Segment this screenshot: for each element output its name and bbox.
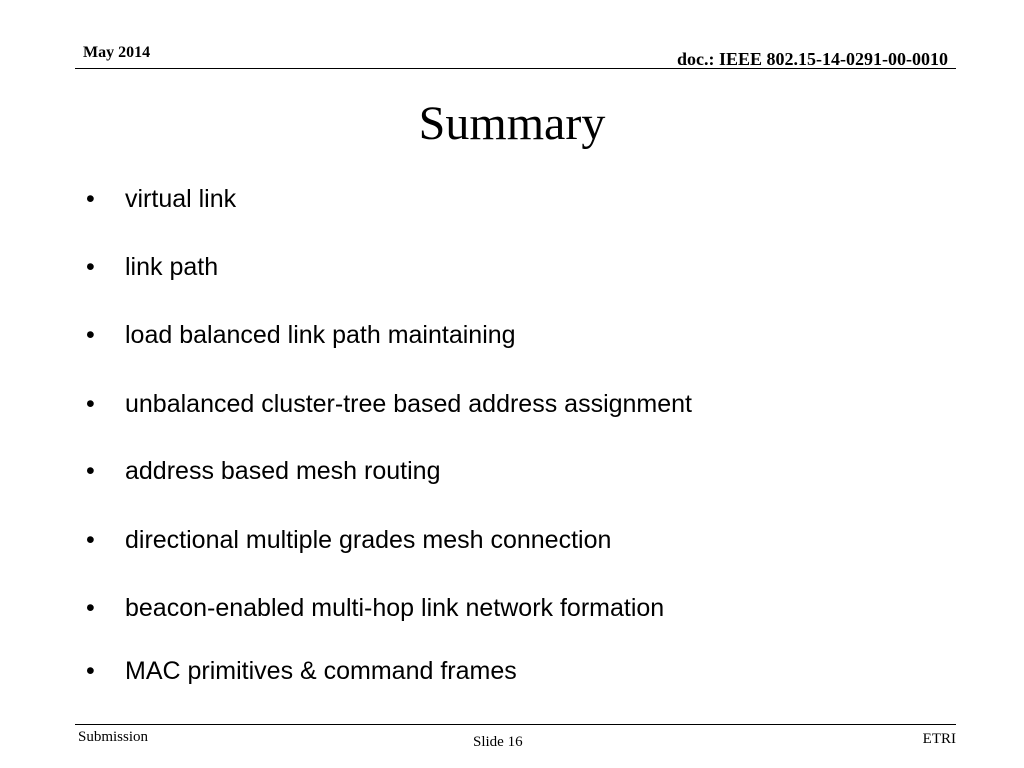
bullet-text: virtual link [125,185,237,213]
footer-submission: Submission [78,729,149,745]
bullet-glyph: • [86,390,95,418]
footer-organization: ETRI [922,731,956,747]
bullet-glyph: • [86,321,95,349]
bullet-text: link path [125,253,219,281]
document-id: doc.: IEEE 802.15-14-0291-00-0010 [677,49,948,69]
bullet-glyph: • [86,657,95,685]
slide-number: Slide 16 [473,734,523,750]
bullet-glyph: • [86,594,95,622]
footer-divider [75,724,956,725]
slide-title: Summary [418,97,606,150]
bullet-glyph: • [86,526,95,554]
bullet-text: unbalanced cluster-tree based address as… [125,390,693,418]
bullet-text: MAC primitives & command frames [125,657,517,685]
bullet-text: directional multiple grades mesh connect… [125,526,612,554]
bullet-text: beacon-enabled multi-hop link network fo… [125,594,665,622]
header-divider [75,68,956,69]
bullet-glyph: • [86,457,95,485]
bullet-glyph: • [86,253,95,281]
bullet-text: load balanced link path maintaining [125,321,516,349]
header-date: May 2014 [83,44,151,61]
bullet-glyph: • [86,185,95,213]
bullet-text: address based mesh routing [125,457,441,485]
